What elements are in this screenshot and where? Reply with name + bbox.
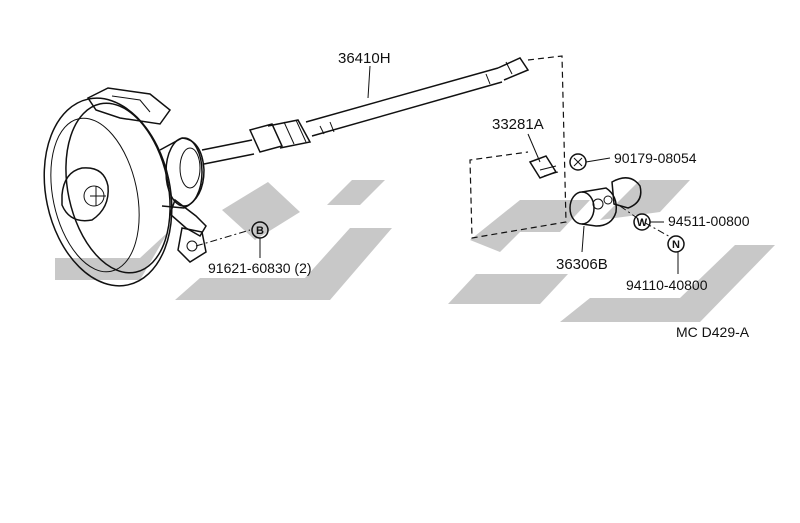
watermark-shape-6: [560, 245, 775, 322]
label-bolt: 91621-60830 (2): [208, 260, 312, 276]
watermark-shape-3: [222, 182, 300, 240]
watermark-shape-7: [600, 180, 690, 220]
marker-washer: W: [633, 213, 651, 231]
marker-nut-letter: N: [672, 239, 680, 251]
watermark-shape-5: [470, 200, 590, 252]
label-washer: 94511-00800: [668, 213, 750, 229]
marker-bolt-letter: B: [256, 225, 264, 237]
label-collar: 36306B: [556, 256, 608, 273]
speedometer-assembly: [43, 57, 530, 287]
figure-code: MC D429-A: [676, 324, 750, 340]
watermark-shape-8: [327, 180, 385, 205]
marker-bolt: B: [251, 221, 269, 239]
watermark-logo: [55, 180, 775, 322]
watermark-shape-4: [448, 274, 568, 304]
small-parts: [528, 153, 642, 227]
watermark-shape-1: [55, 232, 168, 280]
marker-nut: N: [667, 235, 685, 253]
assembly-lines: [195, 55, 673, 247]
leader-lines: [259, 65, 679, 274]
watermark-shape-2: [175, 228, 392, 300]
label-stop-pin: 33281A: [492, 116, 544, 133]
label-nut-clip: 90179-08054: [614, 150, 697, 166]
label-nut: 94110-40800: [626, 277, 708, 293]
marker-washer-letter: W: [637, 217, 648, 229]
label-drive-cable: 36410H: [338, 50, 391, 67]
